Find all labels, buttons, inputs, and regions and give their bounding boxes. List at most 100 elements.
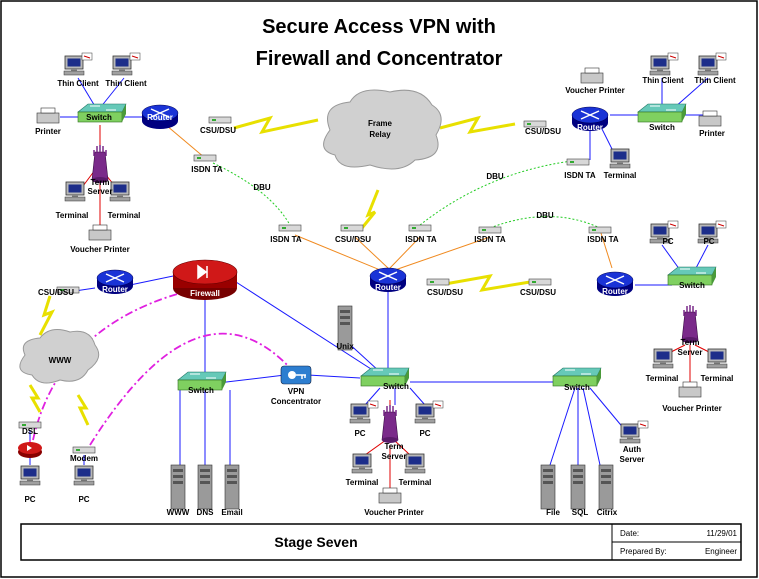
label: ISDN TA bbox=[191, 165, 223, 174]
terminal-icon bbox=[109, 181, 131, 202]
label: Term bbox=[681, 338, 700, 347]
switch-icon bbox=[637, 103, 687, 123]
title-block: Stage Seven Date: 11/29/01 Prepared By: … bbox=[20, 523, 742, 561]
device-labels: Thin Client Thin Client Printer Switch R… bbox=[22, 76, 736, 517]
modem-icon bbox=[72, 446, 96, 454]
firewall-icon bbox=[172, 259, 238, 300]
thin-client-icon bbox=[650, 53, 678, 75]
www-server-icon bbox=[170, 464, 186, 510]
label: Switch bbox=[649, 123, 675, 132]
label: Frame bbox=[368, 119, 393, 128]
pc-icon bbox=[415, 401, 443, 423]
prepared-by-label: Prepared By: bbox=[620, 547, 667, 556]
terminal-icon bbox=[652, 348, 674, 369]
label: WWW bbox=[167, 508, 190, 517]
label: Firewall bbox=[190, 289, 220, 298]
label: Auth bbox=[623, 445, 641, 454]
label: PC bbox=[419, 429, 430, 438]
isdn-ta-icon bbox=[193, 154, 217, 162]
label: Concentrator bbox=[271, 397, 321, 406]
label: Terminal bbox=[346, 478, 379, 487]
label: PC bbox=[662, 237, 673, 246]
label: Switch bbox=[383, 382, 409, 391]
label: Server bbox=[88, 187, 113, 196]
label: Router bbox=[102, 285, 128, 294]
voucher-printer-icon bbox=[378, 487, 402, 504]
label: Terminal bbox=[701, 374, 734, 383]
date-value: 11/29/01 bbox=[706, 529, 737, 538]
csu-dsu-icon bbox=[426, 278, 450, 286]
label: Server bbox=[678, 348, 703, 357]
terminal-icon bbox=[609, 148, 631, 169]
email-server-icon bbox=[224, 464, 240, 510]
isdn-ta-icon bbox=[408, 224, 432, 232]
label: Thin Client bbox=[642, 76, 684, 85]
label: Switch bbox=[564, 383, 590, 392]
voucher-printer-icon bbox=[580, 67, 604, 84]
label: PC bbox=[78, 495, 89, 504]
label: Citrix bbox=[597, 508, 618, 517]
label: PC bbox=[24, 495, 35, 504]
label: WWW bbox=[49, 356, 72, 365]
pc-icon bbox=[19, 465, 41, 486]
label: Relay bbox=[369, 130, 391, 139]
csu-dsu-icon bbox=[340, 224, 364, 232]
label: Router bbox=[375, 283, 401, 292]
thin-client-icon bbox=[698, 53, 726, 75]
label: Voucher Printer bbox=[662, 404, 721, 413]
label: CSU/DSU bbox=[520, 288, 556, 297]
label: CSU/DSU bbox=[427, 288, 463, 297]
dns-server-icon bbox=[197, 464, 213, 510]
label: Unix bbox=[336, 342, 354, 351]
label: CSU/DSU bbox=[525, 127, 561, 136]
terminal-icon bbox=[706, 348, 728, 369]
file-server-icon bbox=[540, 464, 556, 510]
label: Thin Client bbox=[694, 76, 736, 85]
label: DBU bbox=[253, 183, 271, 192]
label: Term bbox=[91, 178, 110, 187]
auth-server-icon bbox=[620, 421, 648, 443]
label: Server bbox=[620, 455, 645, 464]
label: Voucher Printer bbox=[70, 245, 129, 254]
label: Thin Client bbox=[57, 79, 99, 88]
voucher-printer-icon bbox=[88, 224, 112, 241]
thin-client-icon bbox=[64, 53, 92, 75]
label: DNS bbox=[197, 508, 215, 517]
www-cloud bbox=[19, 329, 100, 384]
terminal-icon bbox=[404, 453, 426, 474]
label: Terminal bbox=[56, 211, 89, 220]
printer-icon bbox=[36, 107, 60, 124]
label: CSU/DSU bbox=[335, 235, 371, 244]
label: Printer bbox=[35, 127, 61, 136]
label: Terminal bbox=[108, 211, 141, 220]
title-line-1: Secure Access VPN with bbox=[262, 16, 496, 38]
printer-icon bbox=[698, 110, 722, 127]
label: Terminal bbox=[399, 478, 432, 487]
citrix-server-icon bbox=[598, 464, 614, 510]
label: DBU bbox=[486, 172, 504, 181]
label: Modem bbox=[70, 454, 98, 463]
label: Printer bbox=[699, 129, 725, 138]
csu-dsu-icon bbox=[208, 116, 232, 124]
label: Router bbox=[577, 123, 603, 132]
csu-dsu-icon bbox=[528, 278, 552, 286]
isdn-ta-icon bbox=[478, 226, 502, 234]
label: Voucher Printer bbox=[364, 508, 423, 517]
vpn-concentrator-icon bbox=[280, 365, 312, 385]
label: Switch bbox=[86, 113, 112, 122]
label: CSU/DSU bbox=[200, 126, 236, 135]
stage-label: Stage Seven bbox=[274, 534, 357, 550]
pc-icon bbox=[350, 401, 378, 423]
label: Voucher Printer bbox=[565, 86, 624, 95]
terminal-icon bbox=[64, 181, 86, 202]
sql-server-icon bbox=[570, 464, 586, 510]
label: VPN bbox=[288, 387, 305, 396]
label: PC bbox=[703, 237, 714, 246]
label: Server bbox=[382, 452, 407, 461]
term-server-icon bbox=[381, 404, 399, 444]
label: DSL bbox=[22, 427, 38, 436]
thin-client-icon bbox=[112, 53, 140, 75]
label: Switch bbox=[188, 386, 214, 395]
